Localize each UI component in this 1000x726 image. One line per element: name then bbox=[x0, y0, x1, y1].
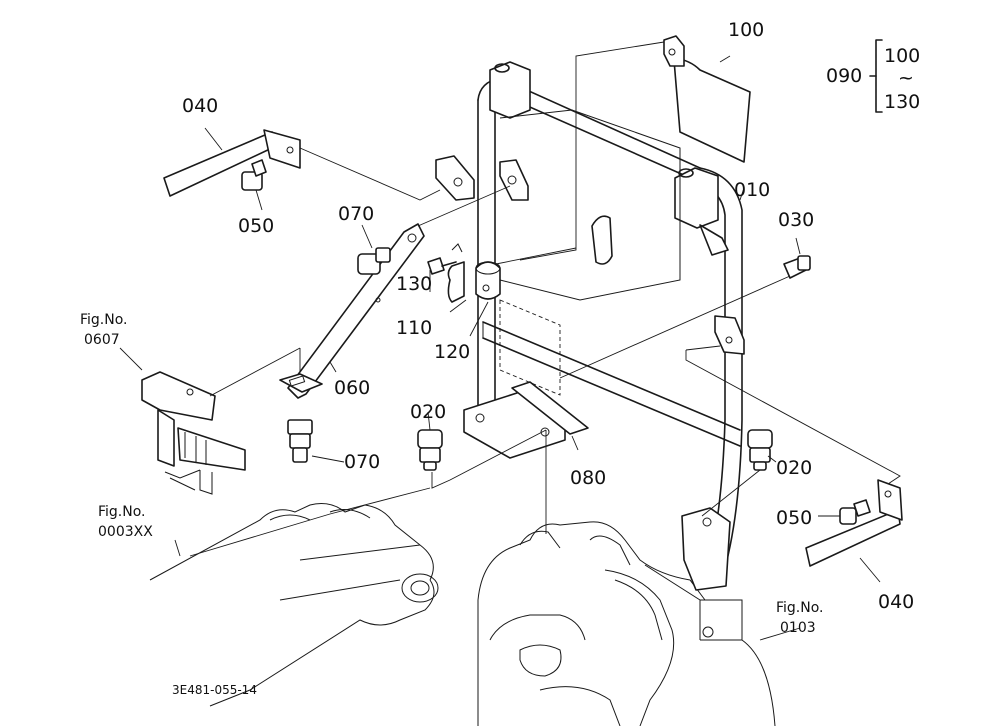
bolt-050-left bbox=[241, 159, 267, 191]
bolt-070-top bbox=[357, 247, 391, 275]
engine-block-outline bbox=[477, 521, 776, 726]
mount-bracket-0607 bbox=[141, 371, 246, 495]
bolt-030 bbox=[783, 255, 811, 279]
part-040-left bbox=[163, 129, 301, 197]
fig-ref-0003xx-title: Fig.No. bbox=[98, 504, 146, 520]
bolt-070-bottom bbox=[287, 419, 313, 463]
label-080: 080 bbox=[570, 467, 606, 489]
group-label-tilde: ~ bbox=[898, 67, 914, 89]
plate-brackets bbox=[435, 155, 529, 201]
part-100-plate bbox=[663, 35, 751, 163]
label-070-top: 070 bbox=[338, 203, 374, 225]
label-060: 060 bbox=[334, 377, 370, 399]
fig-ref-0103-title: Fig.No. bbox=[776, 600, 824, 616]
group-label-to: 130 bbox=[884, 91, 920, 113]
label-030: 030 bbox=[778, 209, 814, 231]
group-label-from: 100 bbox=[884, 45, 920, 67]
label-050-left: 050 bbox=[238, 215, 274, 237]
fig-ref-0103-number: 0103 bbox=[780, 620, 816, 636]
group-bracket-090 bbox=[869, 39, 883, 113]
label-040-right: 040 bbox=[878, 591, 914, 613]
label-110: 110 bbox=[396, 317, 432, 339]
gear-case-outline bbox=[149, 503, 439, 707]
label-020-right: 020 bbox=[776, 457, 812, 479]
fig-ref-0607-number: 0607 bbox=[84, 332, 120, 348]
part-060-stay bbox=[279, 223, 425, 399]
fig-ref-0003xx-number: 0003XX bbox=[98, 524, 153, 540]
label-130: 130 bbox=[396, 273, 432, 295]
clamp-110-120 bbox=[427, 243, 501, 303]
part-040-right bbox=[805, 479, 903, 567]
label-120: 120 bbox=[434, 341, 470, 363]
label-020-left: 020 bbox=[410, 401, 446, 423]
group-label-090: 090 bbox=[826, 65, 862, 87]
frame-010 bbox=[463, 61, 745, 591]
bolt-050-right bbox=[839, 499, 871, 525]
label-040-left: 040 bbox=[182, 95, 218, 117]
label-050-right: 050 bbox=[776, 507, 812, 529]
label-010: 010 bbox=[734, 179, 770, 201]
label-070-bottom: 070 bbox=[344, 451, 380, 473]
label-100: 100 bbox=[728, 19, 764, 41]
leader-lines bbox=[119, 41, 901, 641]
plug-020-left bbox=[417, 429, 443, 471]
plug-020-right bbox=[747, 429, 773, 471]
fig-ref-0607-title: Fig.No. bbox=[80, 312, 128, 328]
drawing-code: 3E481-055-14 bbox=[172, 683, 257, 697]
